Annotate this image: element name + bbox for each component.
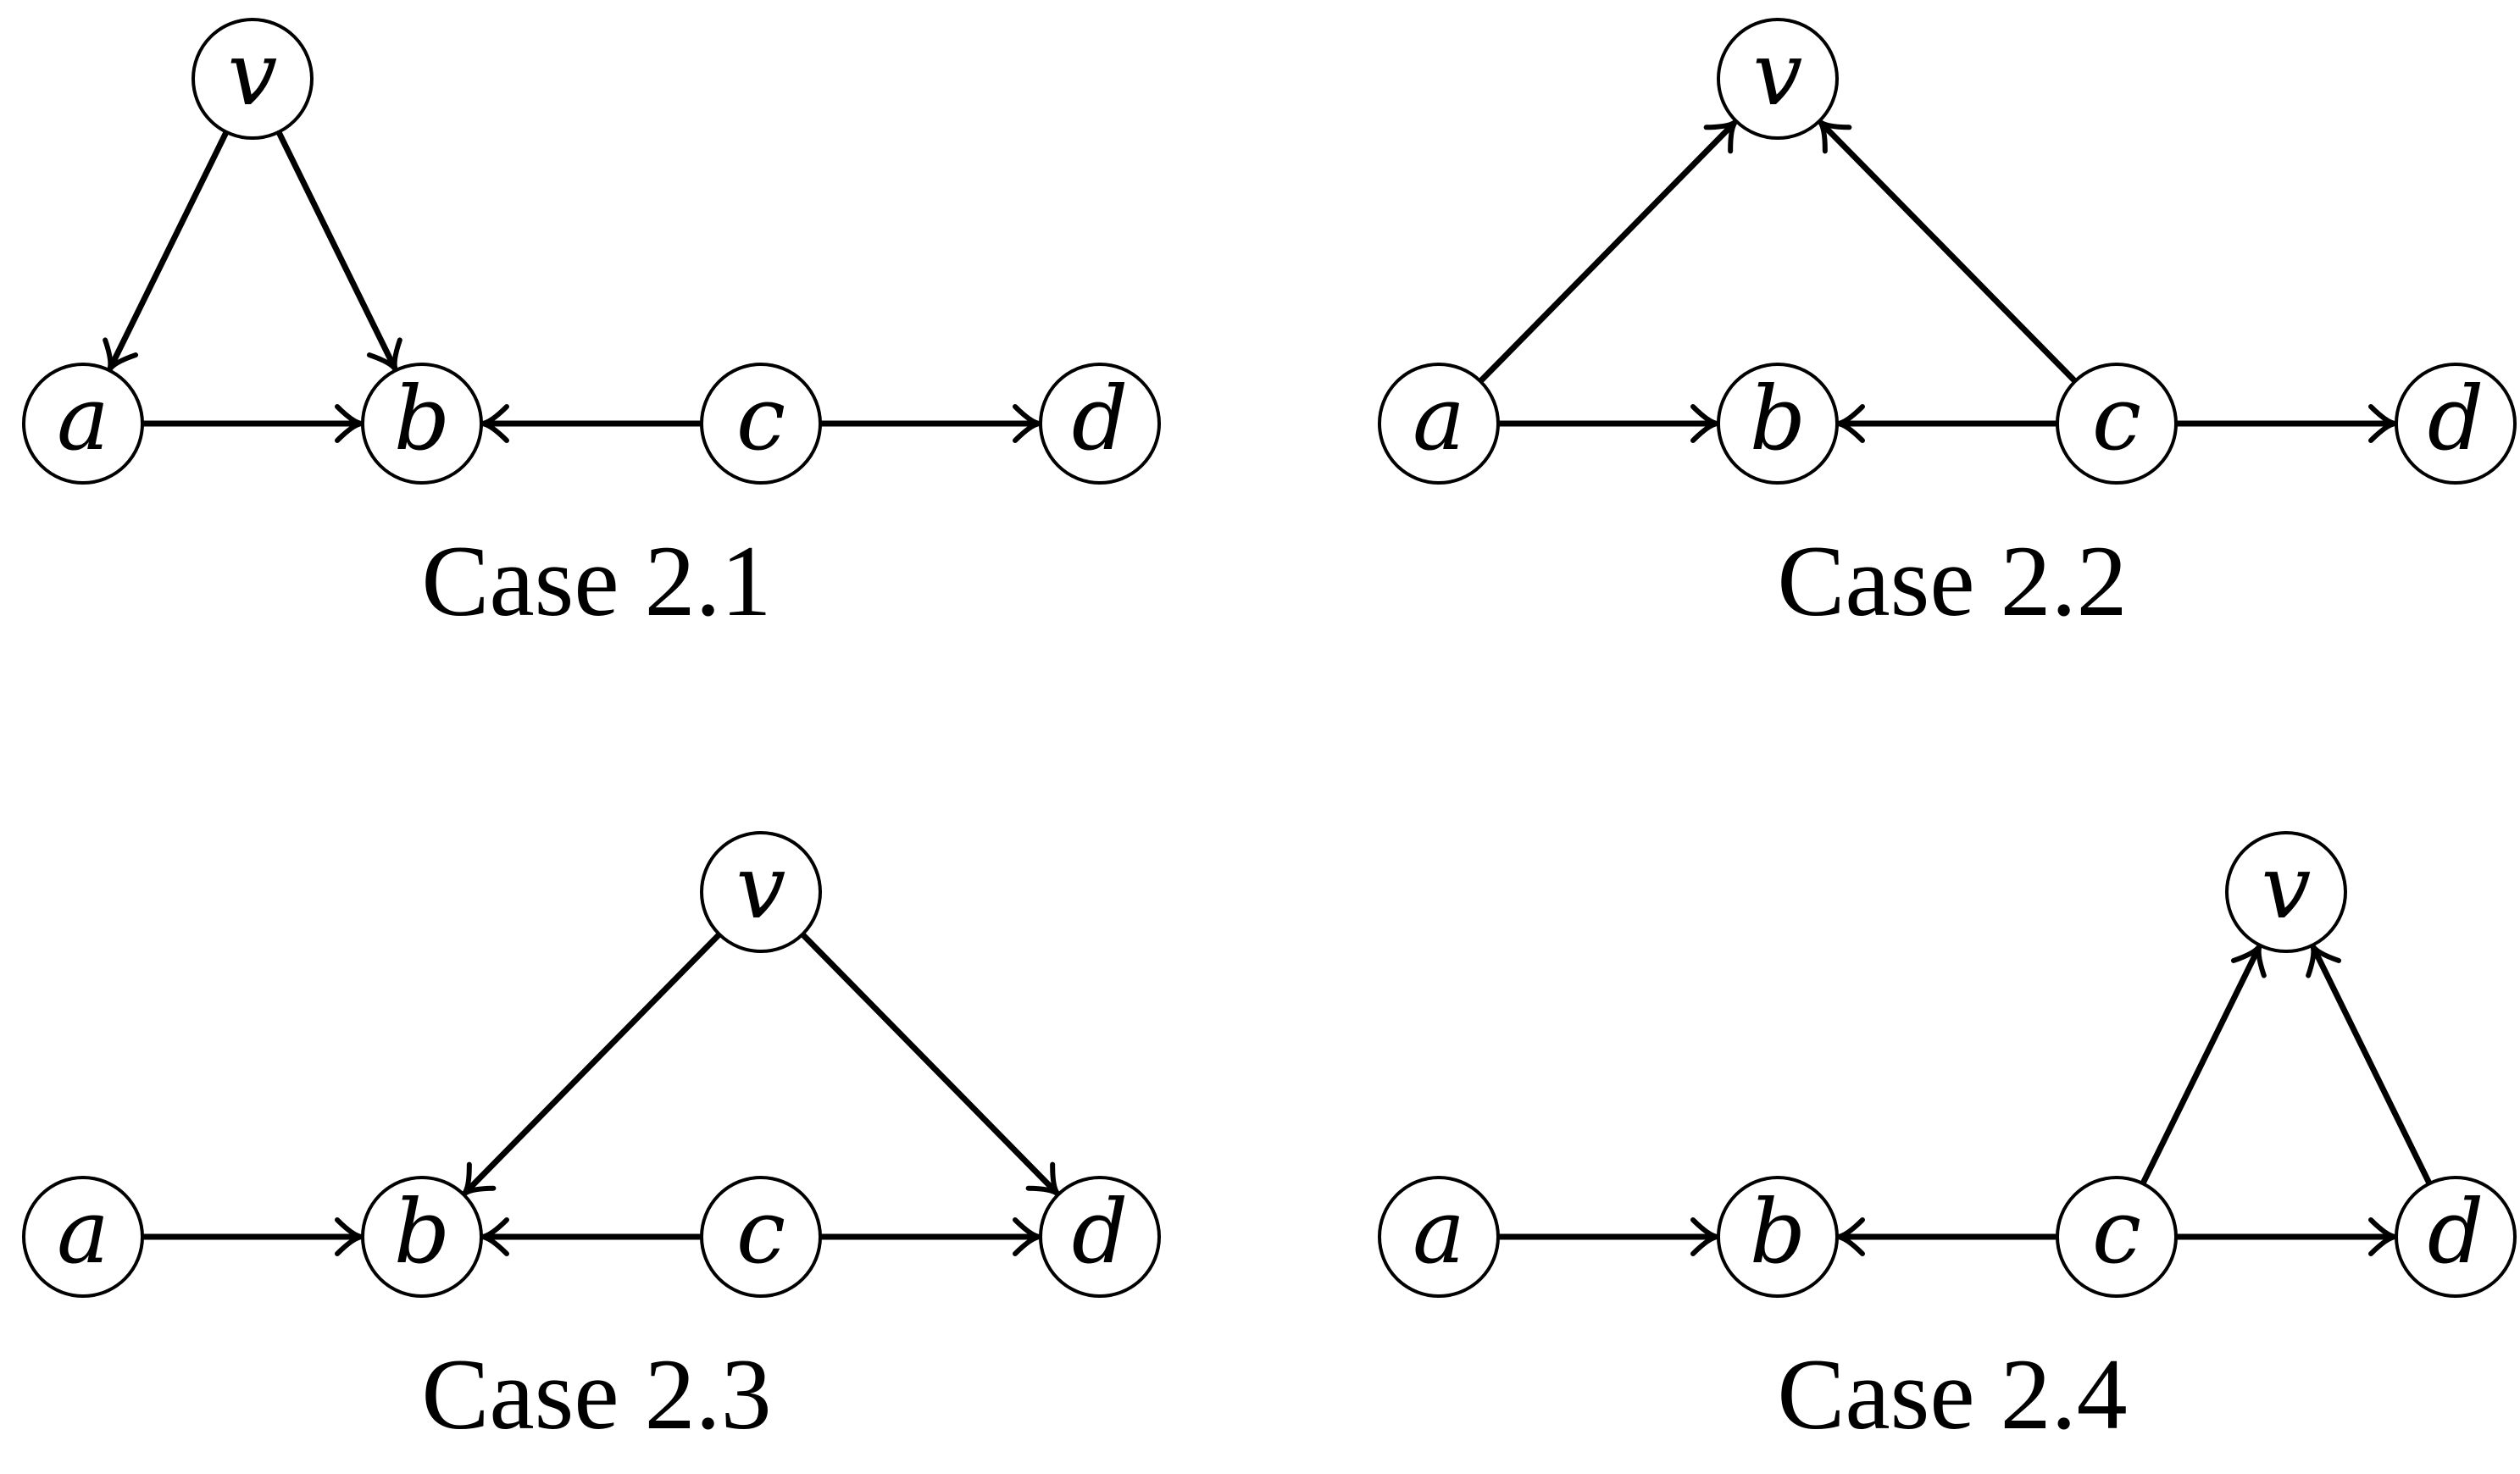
node-label: d <box>1072 1180 1129 1283</box>
edge-c-to-b <box>1834 1217 2057 1256</box>
edge-v-to-b <box>461 932 722 1198</box>
node-a: a <box>1378 1176 1500 1298</box>
edge-c-to-b <box>1834 404 2057 443</box>
case-caption: Case 2.3 <box>421 1338 771 1450</box>
edge-v-to-b <box>275 130 402 374</box>
node-circle <box>700 363 822 485</box>
node-label: c <box>736 367 785 470</box>
node-circle <box>700 831 822 953</box>
edge-c-to-v <box>1817 118 2078 384</box>
node-circle <box>361 1176 483 1298</box>
node-d: d <box>2395 363 2517 485</box>
node-label: d <box>1072 367 1129 470</box>
node-b: b <box>361 1176 483 1298</box>
node-circle <box>1378 363 1500 485</box>
node-circle <box>2056 363 2178 485</box>
edge-c-to-v <box>2140 942 2267 1185</box>
node-circle <box>361 363 483 485</box>
node-d: d <box>1039 363 1161 485</box>
node-label: b <box>1750 1180 1807 1283</box>
node-label: a <box>57 367 109 470</box>
node-a: a <box>1378 363 1500 485</box>
case-caption: Case 2.2 <box>1777 524 2127 637</box>
edge-d-to-v <box>2306 942 2433 1185</box>
node-v: v <box>700 831 822 953</box>
node-circle <box>191 18 314 140</box>
node-v: v <box>1717 18 1839 140</box>
node-label: c <box>2092 367 2141 470</box>
node-circle <box>2225 831 2347 953</box>
node-v: v <box>2225 831 2347 953</box>
edge-a-to-b <box>142 1217 365 1256</box>
node-circle <box>1717 363 1839 485</box>
node-label: v <box>228 22 278 125</box>
node-label: a <box>57 1180 109 1283</box>
edge-v-to-a <box>103 130 230 374</box>
edge-c-to-d <box>2176 1217 2399 1256</box>
node-circle <box>1039 1176 1161 1298</box>
node-circle <box>2395 1176 2517 1298</box>
node-b: b <box>1717 363 1839 485</box>
node-label: v <box>1753 22 1803 125</box>
edge-a-to-b <box>1498 1217 1721 1256</box>
node-circle <box>2056 1176 2178 1298</box>
node-circle <box>700 1176 822 1298</box>
node-label: v <box>2262 835 2312 939</box>
node-a: a <box>22 363 144 485</box>
node-v: v <box>191 18 314 140</box>
node-label: c <box>736 1180 785 1283</box>
node-label: a <box>1413 1180 1465 1283</box>
node-label: v <box>736 835 786 939</box>
node-c: c <box>700 1176 822 1298</box>
node-label: b <box>394 367 451 470</box>
edge-v-to-d <box>800 932 1061 1198</box>
edge-c-to-d <box>2176 404 2399 443</box>
node-circle <box>22 363 144 485</box>
node-label: a <box>1413 367 1465 470</box>
edge-a-to-b <box>142 404 365 443</box>
node-b: b <box>361 363 483 485</box>
node-b: b <box>1717 1176 1839 1298</box>
node-c: c <box>2056 363 2178 485</box>
case-caption: Case 2.4 <box>1777 1338 2127 1450</box>
edge-a-to-v <box>1478 118 1739 384</box>
edge-c-to-d <box>820 1217 1043 1256</box>
node-label: b <box>1750 367 1807 470</box>
node-label: d <box>2428 1180 2484 1283</box>
edge-c-to-d <box>820 404 1043 443</box>
node-circle <box>22 1176 144 1298</box>
node-d: d <box>2395 1176 2517 1298</box>
node-label: d <box>2428 367 2484 470</box>
node-d: d <box>1039 1176 1161 1298</box>
node-label: b <box>394 1180 451 1283</box>
node-c: c <box>2056 1176 2178 1298</box>
node-label: c <box>2092 1180 2141 1283</box>
edge-a-to-b <box>1498 404 1721 443</box>
node-a: a <box>22 1176 144 1298</box>
node-c: c <box>700 363 822 485</box>
node-circle <box>1039 363 1161 485</box>
edge-c-to-b <box>479 1217 702 1256</box>
node-circle <box>1717 1176 1839 1298</box>
node-circle <box>1378 1176 1500 1298</box>
node-circle <box>2395 363 2517 485</box>
node-circle <box>1717 18 1839 140</box>
case-caption: Case 2.1 <box>421 524 771 637</box>
edge-c-to-b <box>479 404 702 443</box>
